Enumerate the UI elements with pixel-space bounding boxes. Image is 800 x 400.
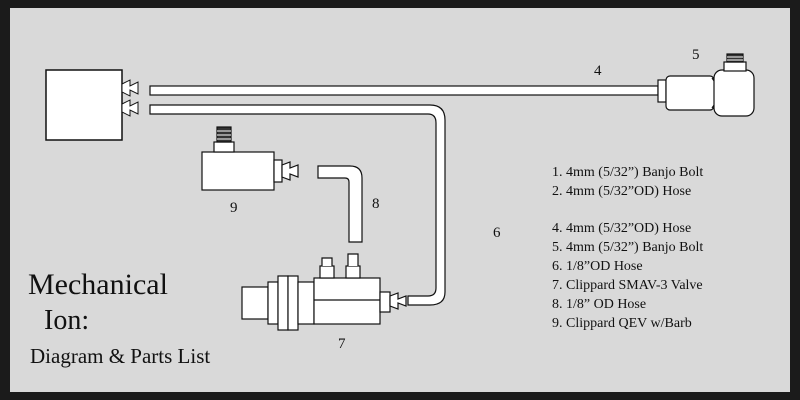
qev-9 (201, 126, 299, 191)
title-line-2: Ion: (44, 305, 90, 336)
parts-list-item: 2. 4mm (5/32”OD) Hose (552, 184, 692, 199)
source-block (45, 69, 123, 141)
callout-5: 5 (692, 47, 700, 63)
callout-7: 7 (338, 336, 346, 352)
banjo-bolt-5 (657, 53, 755, 117)
diagram-panel (10, 8, 790, 392)
parts-list-item: 5. 4mm (5/32”) Banjo Bolt (552, 240, 704, 255)
source-barb-upper (121, 79, 139, 97)
callout-9: 9 (230, 200, 238, 216)
hose-8 (317, 165, 363, 243)
hose-6 (149, 104, 446, 306)
parts-list-item: 7. Clippard SMAV-3 Valve (552, 278, 703, 293)
source-barb-lower (121, 99, 139, 117)
callout-8: 8 (372, 196, 380, 212)
callout-6: 6 (493, 225, 501, 241)
parts-list-item: 1. 4mm (5/32”) Banjo Bolt (552, 165, 704, 180)
parts-list-item: 4. 4mm (5/32”OD) Hose (552, 221, 692, 236)
parts-list-item: 9. Clippard QEV w/Barb (552, 316, 692, 331)
parts-list-item: 6. 1/8”OD Hose (552, 259, 643, 274)
callout-4: 4 (594, 63, 602, 79)
title-line-1: Mechanical (28, 268, 168, 301)
clippard-valve-7 (241, 253, 407, 331)
parts-list: 1. 4mm (5/32”) Banjo Bolt 2. 4mm (5/32”O… (552, 163, 703, 333)
title-line-3: Diagram & Parts List (30, 344, 211, 368)
parts-list-item: 8. 1/8” OD Hose (552, 297, 647, 312)
hose-4 (149, 85, 659, 96)
